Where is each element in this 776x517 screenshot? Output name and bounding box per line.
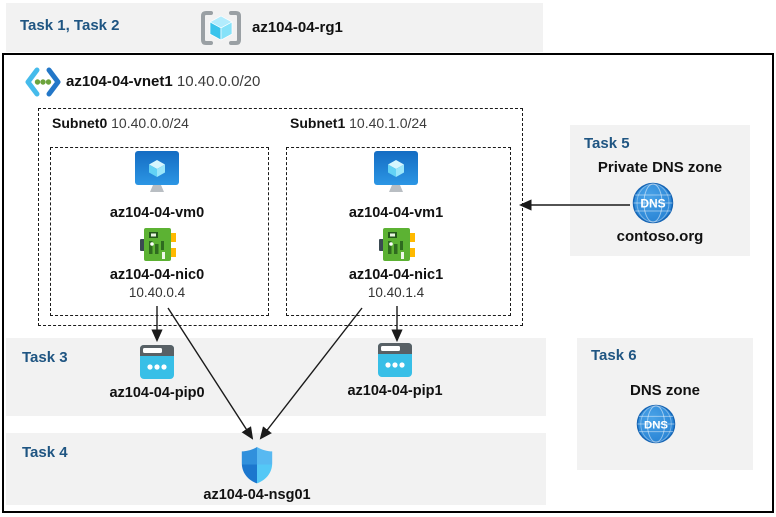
task4-band: Task 4 az104-04-nsg01 [6, 433, 546, 505]
pip0-icon [140, 345, 174, 379]
vnet-label: az104-04-vnet1 10.40.0.0/20 [66, 73, 260, 90]
nic0-label: az104-04-nic0 [109, 267, 205, 283]
task3-band: Task 3 az104-04-pip0 az104-04-pip1 [6, 338, 546, 416]
pip1-label: az104-04-pip1 [347, 383, 443, 399]
nic0-icon [140, 228, 176, 261]
pip1-icon [378, 343, 412, 377]
task5-box: Task 5 Private DNS zone DNS contoso.org [570, 125, 750, 256]
virtual-network-icon [25, 67, 61, 97]
dns-zone-icon: DNS [636, 404, 676, 444]
private-dns-zone-name: contoso.org [616, 228, 704, 245]
task5-title: Task 5 [584, 135, 630, 152]
subnet0-label: Subnet0 10.40.0.0/24 [52, 115, 189, 131]
subnet0-cidr: 10.40.0.0/24 [111, 115, 189, 131]
dns-zone-heading: DNS zone [629, 382, 700, 399]
vm1-label: az104-04-vm1 [348, 205, 444, 221]
private-dns-zone-icon: DNS [632, 182, 674, 224]
resource-group-icon [201, 11, 241, 45]
nsg-shield-icon [241, 447, 273, 484]
nic0-ip: 10.40.0.4 [128, 285, 186, 300]
pip0-label: az104-04-pip0 [109, 385, 205, 401]
task6-box: Task 6 DNS zone DNS [577, 338, 753, 470]
nic1-ip: 10.40.1.4 [367, 285, 425, 300]
task3-title: Task 3 [22, 349, 68, 366]
nic1-icon [379, 228, 415, 261]
vnet-name: az104-04-vnet1 [66, 73, 173, 90]
resource-group-label: az104-04-rg1 [252, 19, 343, 36]
subnet1-name: Subnet1 [290, 115, 346, 131]
task1-2-title: Task 1, Task 2 [20, 17, 120, 34]
subnet0-box [50, 147, 269, 316]
private-dns-zone-heading: Private DNS zone [597, 159, 723, 176]
dns-icon-text: DNS [640, 197, 665, 211]
task6-title: Task 6 [591, 347, 637, 364]
vm1-icon [374, 151, 418, 192]
nsg-label: az104-04-nsg01 [203, 487, 311, 503]
task4-title: Task 4 [22, 444, 68, 461]
dns-icon-text: DNS [644, 419, 668, 431]
subnet0-name: Subnet0 [52, 115, 108, 131]
vm0-icon [135, 151, 179, 192]
subnet1-cidr: 10.40.1.0/24 [349, 115, 427, 131]
nic1-label: az104-04-nic1 [348, 267, 444, 283]
subnet1-label: Subnet1 10.40.1.0/24 [290, 115, 427, 131]
vnet-cidr: 10.40.0.0/20 [176, 73, 261, 90]
vm0-label: az104-04-vm0 [109, 205, 205, 221]
subnet1-box [286, 147, 511, 316]
task1-2-band: Task 1, Task 2 az104-04-rg1 [6, 3, 543, 52]
